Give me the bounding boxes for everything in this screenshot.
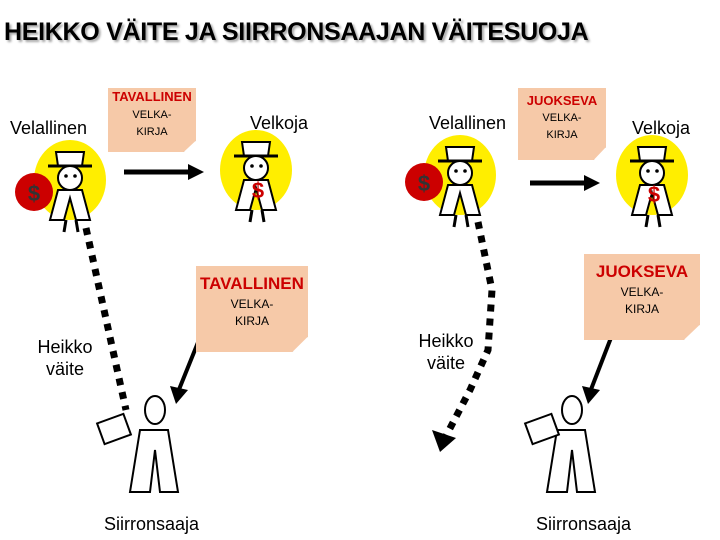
note-sub-line2: KIRJA [136, 126, 168, 138]
money-icon: $ [252, 178, 264, 203]
transferee-figure-left [95, 395, 180, 493]
creditor-figure-left: $ [218, 128, 294, 224]
note-sub-line1: VELKA- [542, 112, 582, 124]
money-icon: $ [28, 181, 40, 206]
weak-claim-arrow-left [82, 227, 130, 411]
creditor-label-left: Velkoja [250, 113, 309, 133]
promissory-note-small-right: JUOKSEVA VELKA- KIRJA [518, 88, 606, 160]
note-type: JUOKSEVA [595, 262, 689, 281]
creditor-label-right: Velkoja [632, 118, 691, 138]
note-sub-line1: VELKA- [132, 109, 172, 121]
page-title: HEIKKO VÄITE JA SIIRRONSAAJAN VÄITESUOJA [4, 18, 589, 46]
promissory-note-large-right: JUOKSEVA VELKA- KIRJA [584, 254, 700, 340]
weak-claim-line2: väite [426, 353, 466, 373]
money-icon: $ [418, 171, 430, 196]
transferee-label-right: Siirronsaaja [536, 514, 632, 534]
note-type: JUOKSEVA [526, 93, 598, 108]
note-sub-line2: KIRJA [234, 314, 269, 328]
note-type: TAVALLINEN [200, 274, 304, 293]
weak-claim-label-left: Heikko väite [20, 336, 110, 380]
debtor-figure-right: $ [405, 133, 498, 229]
money-icon: $ [648, 182, 660, 207]
transfer-arrow-left [124, 164, 204, 180]
transferee-label-left: Siirronsaaja [104, 514, 200, 534]
transferee-figure-right [523, 395, 597, 493]
debtor-label-left: Velallinen [10, 118, 88, 138]
note-transfer-arrow-right [582, 329, 616, 404]
promissory-note-large-left: TAVALLINEN VELKA- KIRJA [196, 266, 308, 352]
transfer-arrow-right [530, 175, 600, 191]
debtor-figure-left: $ [15, 138, 108, 234]
weak-claim-line1: Heikko [418, 331, 474, 351]
promissory-note-small-left: TAVALLINEN VELKA- KIRJA [108, 88, 196, 152]
note-sub-line2: KIRJA [624, 302, 659, 316]
weak-claim-line1: Heikko [37, 337, 93, 357]
weak-claim-line2: väite [45, 359, 85, 379]
note-sub-line2: KIRJA [546, 129, 578, 141]
weak-claim-label-right: Heikko väite [404, 330, 488, 374]
note-sub-line1: VELKA- [230, 297, 274, 311]
note-sub-line1: VELKA- [620, 285, 664, 299]
creditor-figure-right: $ [614, 133, 690, 229]
note-type: TAVALLINEN [112, 89, 192, 104]
debtor-label-right: Velallinen [429, 113, 507, 133]
weak-claim-arrow-right [432, 221, 496, 452]
